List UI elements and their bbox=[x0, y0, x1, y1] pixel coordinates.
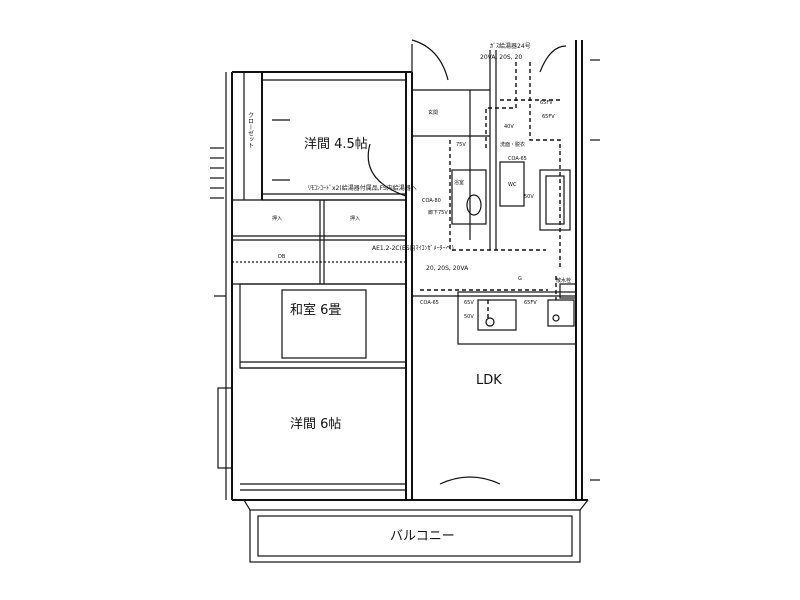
balcony bbox=[243, 499, 589, 563]
note-rouka: 廊下 bbox=[428, 209, 438, 216]
note-remote: ﾘﾓｺﾝｺｰﾄﾞx2(給湯器付属品,FS内給湯器へ bbox=[308, 184, 417, 192]
note-ae-line: AE1.2-2C(ES内ﾏｲｺﾝｶﾞﾒｰﾀｰへ) bbox=[372, 244, 454, 252]
label-yokushitsu: 浴室 bbox=[454, 179, 464, 186]
outer-wall bbox=[231, 40, 588, 501]
room-washitsu bbox=[239, 283, 407, 369]
label-closet: クローゼット bbox=[247, 112, 254, 148]
label-oshiire-1: 押入 bbox=[272, 215, 282, 222]
note-db: DB bbox=[278, 254, 286, 260]
label-washitsu: 和室 6畳 bbox=[290, 302, 341, 318]
note-50v-a: 50V bbox=[524, 194, 534, 200]
label-senmen: 洗面・脱衣 bbox=[500, 141, 525, 148]
label-oshiire-2: 押入 bbox=[350, 215, 360, 222]
note-40v: 40V bbox=[504, 124, 514, 130]
oshiire-row bbox=[232, 199, 406, 285]
note-line-mid: 20, 20S, 20VA bbox=[426, 265, 469, 272]
kitchen-fixtures bbox=[477, 283, 577, 331]
note-line-top: 20VA, 20S, 20 bbox=[480, 54, 522, 61]
label-ldk: LDK bbox=[476, 373, 502, 388]
piping bbox=[420, 62, 561, 320]
note-coa80: COA-80 bbox=[422, 198, 441, 204]
label-genkan: 玄関 bbox=[428, 109, 438, 116]
label-western-6: 洋間 6帖 bbox=[290, 417, 341, 432]
label-balcony: バルコニー bbox=[390, 529, 455, 544]
note-75v-b: 75V bbox=[438, 210, 448, 216]
note-coa65-a: COA-65 bbox=[508, 156, 527, 162]
note-gas-heater: ｶﾞｽ給湯器24号 bbox=[490, 42, 531, 50]
label-wc: WC bbox=[508, 182, 517, 188]
label-western-45: 洋間 4.5帖 bbox=[304, 137, 368, 152]
note-65fv-c: 65FV bbox=[542, 114, 555, 120]
note-65fv-a: 65FV bbox=[540, 100, 553, 106]
note-coa65-b: COA-65 bbox=[420, 300, 439, 306]
note-g: G bbox=[518, 276, 522, 282]
note-65v: 65V bbox=[464, 300, 474, 306]
room-western-6 bbox=[217, 367, 406, 491]
room-ldk bbox=[412, 291, 577, 485]
note-sensui: 散水栓 bbox=[556, 277, 571, 284]
note-75v-a: 75V bbox=[456, 142, 466, 148]
note-65fv-b: 65FV bbox=[524, 300, 537, 306]
wet-area bbox=[411, 39, 571, 250]
exterior-ticks bbox=[210, 59, 600, 481]
note-50v-b: 50V bbox=[464, 314, 474, 320]
